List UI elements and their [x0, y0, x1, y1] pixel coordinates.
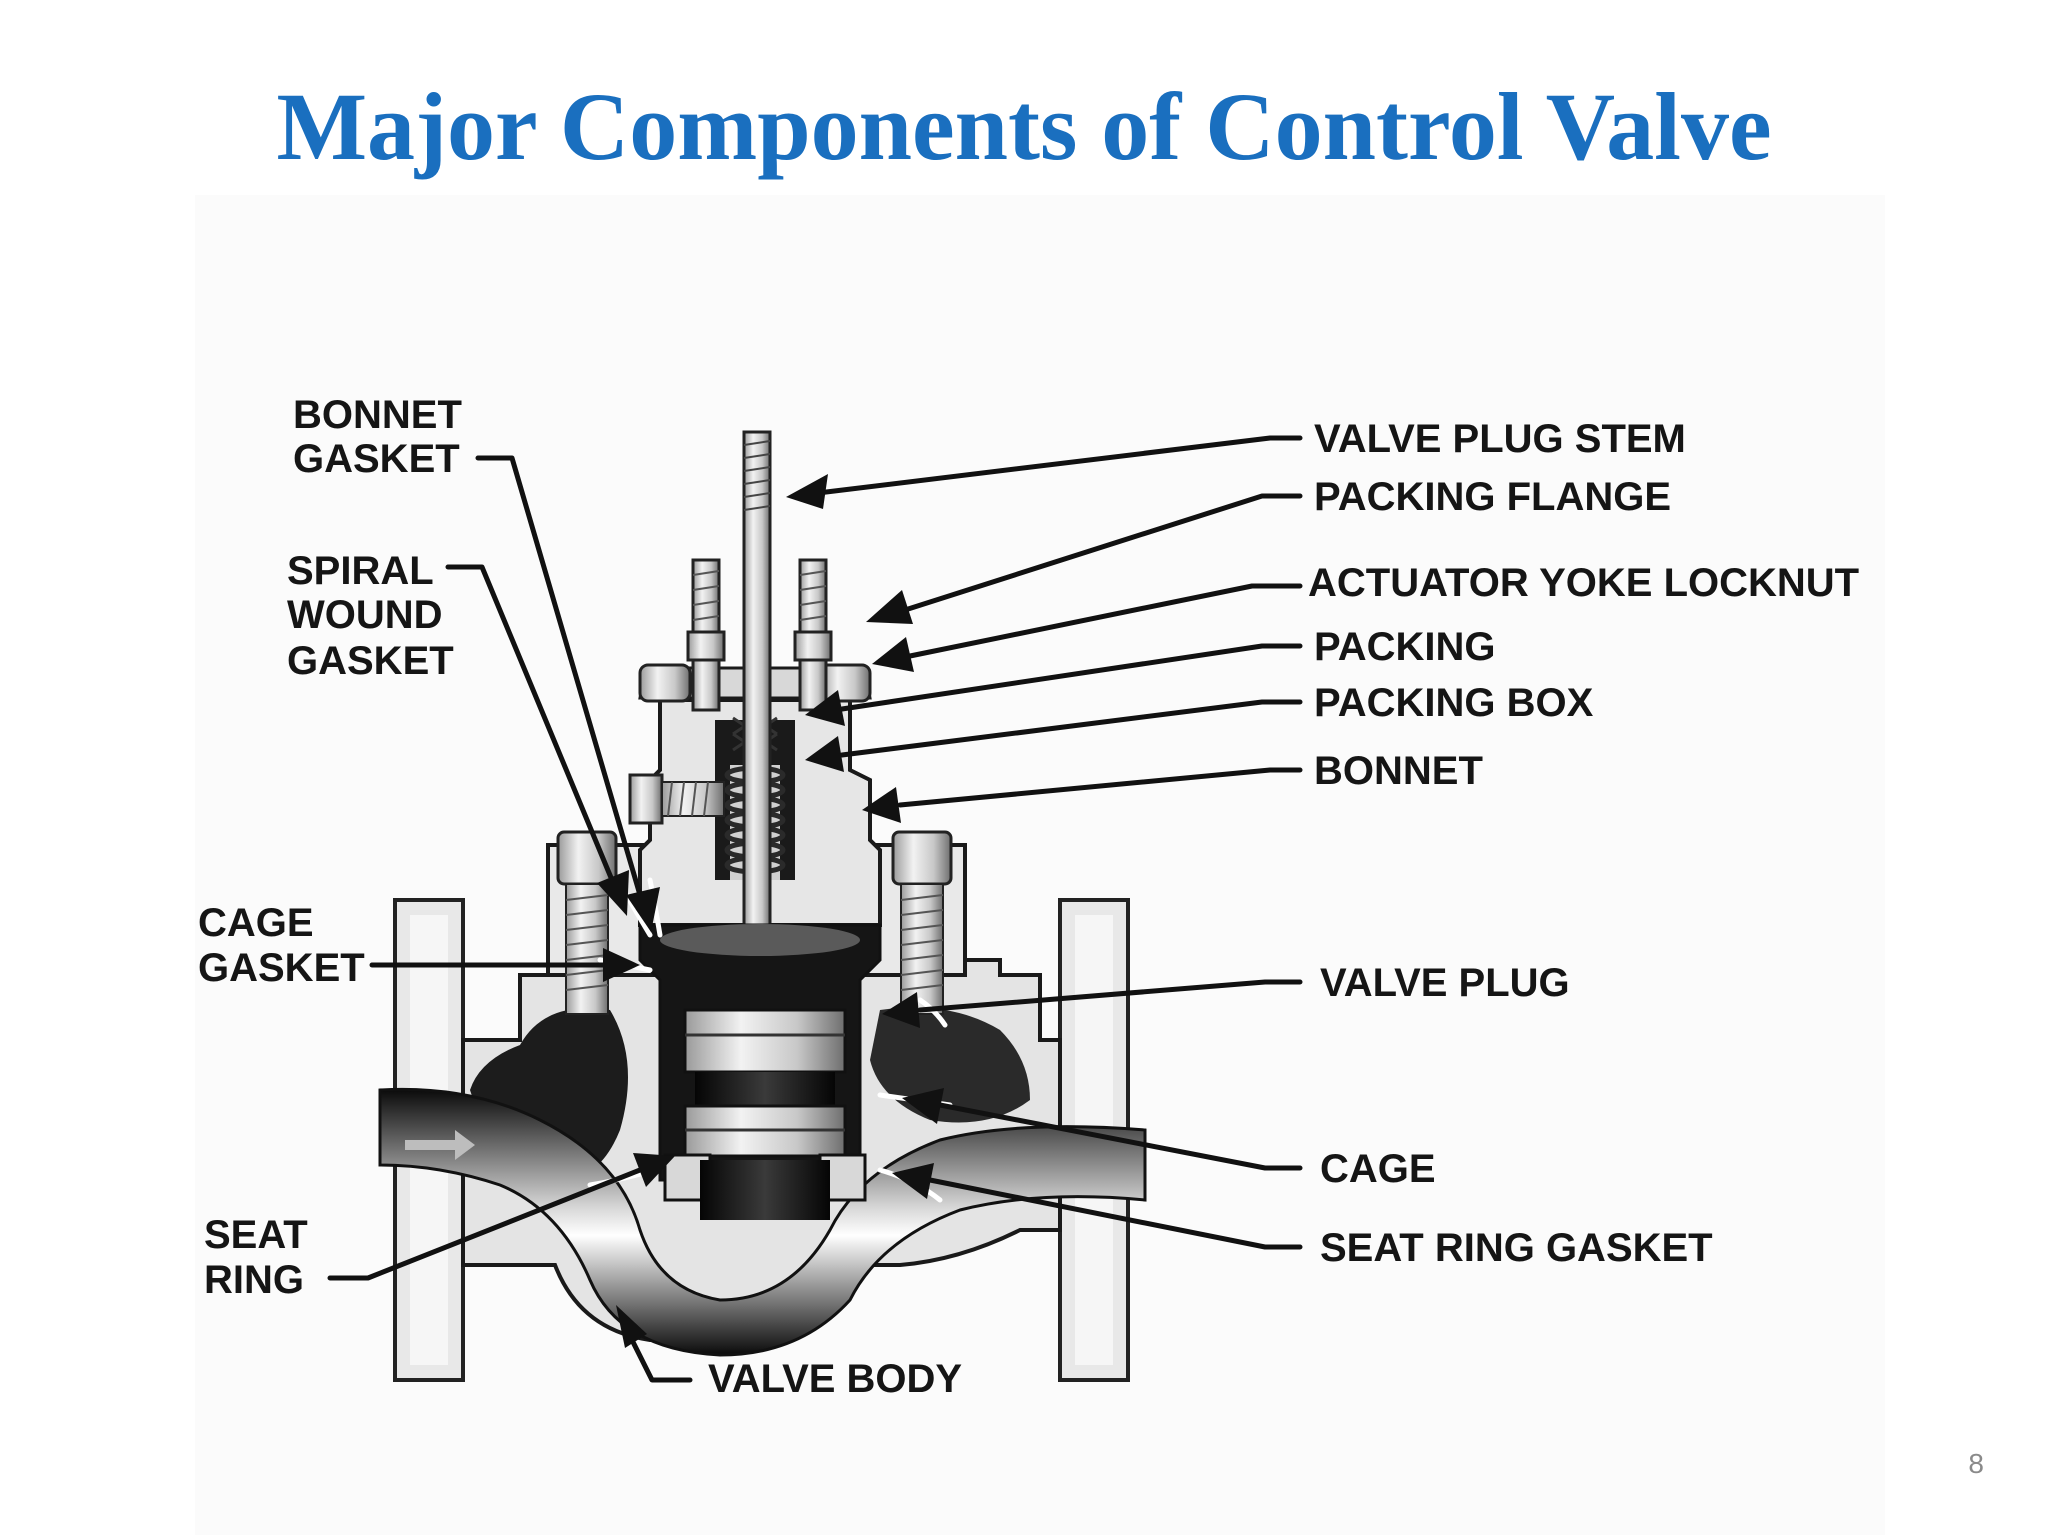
label-packing-box: PACKING BOX — [1314, 681, 1594, 725]
label-packing-flange: PACKING FLANGE — [1314, 475, 1671, 519]
label-valve-body: VALVE BODY — [708, 1357, 962, 1401]
bonnet-side-plug — [628, 773, 725, 825]
label-valve-plug: VALVE PLUG — [1320, 961, 1570, 1005]
label-seat-ring-line2: RING — [204, 1258, 304, 1302]
label-seat-ring-line1: SEAT — [204, 1213, 308, 1257]
valve-plug — [683, 1008, 847, 1158]
component-labels: BONNET GASKET SPIRAL WOUND GASKET CAGE G… — [198, 393, 1859, 1401]
valve-body-cavity-right — [870, 1007, 1030, 1123]
label-cage-gasket-line1: CAGE — [198, 901, 314, 945]
illustration-backdrop — [195, 195, 1885, 1535]
label-spiral-wound-gasket-line1: SPIRAL — [287, 549, 434, 593]
label-bonnet: BONNET — [1314, 749, 1483, 793]
label-valve-plug-stem: VALVE PLUG STEM — [1314, 417, 1686, 461]
page-number: 8 — [1968, 1448, 1984, 1479]
label-spiral-wound-gasket-line2: WOUND — [287, 593, 443, 637]
left-body-bolt — [556, 830, 618, 1015]
label-actuator-yoke-locknut: ACTUATOR YOKE LOCKNUT — [1308, 561, 1859, 605]
label-spiral-wound-gasket-line3: GASKET — [287, 639, 454, 683]
label-seat-ring-gasket: SEAT RING GASKET — [1320, 1226, 1713, 1270]
flange-nut-left — [638, 663, 692, 703]
leader-lines — [327, 435, 1303, 1383]
slide-title: Major Components of Control Valve — [276, 73, 1772, 180]
right-body-bolt — [891, 830, 953, 1015]
packing-stud-right — [793, 558, 833, 712]
flow-arrow-icon — [405, 1130, 475, 1160]
packing-stud-left — [686, 558, 726, 712]
seat-ring — [663, 1153, 867, 1220]
label-bonnet-gasket-line1: BONNET — [293, 393, 462, 437]
label-packing: PACKING — [1314, 625, 1495, 669]
flow-passage — [378, 1087, 1147, 1357]
valve-plug-stem — [742, 430, 772, 1014]
label-cage: CAGE — [1320, 1147, 1436, 1191]
cage-top-highlight — [660, 924, 860, 956]
label-bonnet-gasket-line2: GASKET — [293, 437, 460, 481]
label-cage-gasket-line2: GASKET — [198, 946, 365, 990]
valve-illustration — [195, 195, 1885, 1535]
